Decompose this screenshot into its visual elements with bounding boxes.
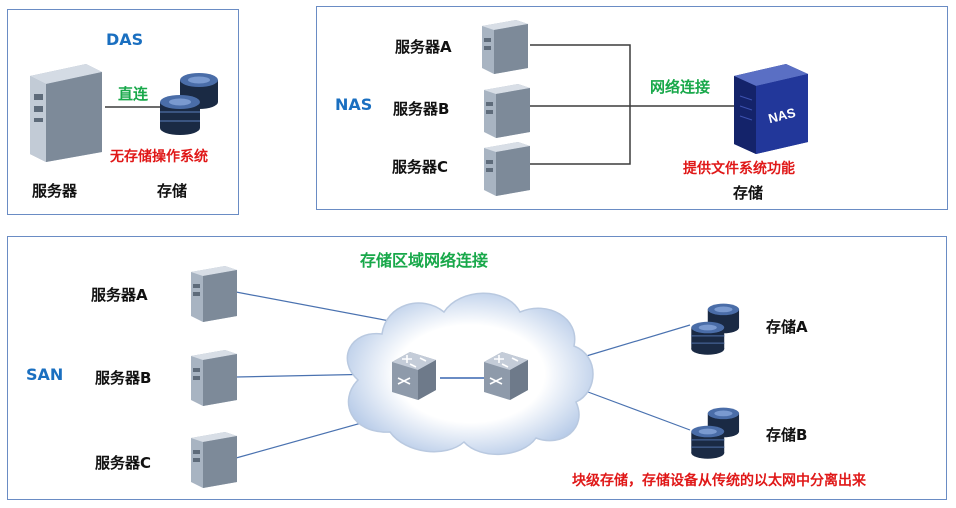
san-line-storage-a xyxy=(582,324,691,358)
disk-stack-icon xyxy=(160,73,218,135)
nas-note: 提供文件系统功能 xyxy=(683,161,795,177)
san-title: SAN xyxy=(26,365,64,384)
nas-server-a-label: 服务器A xyxy=(395,38,452,56)
nas-server-c-label: 服务器C xyxy=(392,158,449,176)
das-title: DAS xyxy=(106,30,144,49)
disk-stack-icon xyxy=(691,407,740,459)
san-line-storage-b xyxy=(587,391,691,431)
tower-server-icon xyxy=(191,350,237,406)
tower-server-icon xyxy=(484,142,530,196)
san-storage-b-label: 存储B xyxy=(766,426,808,444)
nas-appliance-icon: NAS xyxy=(734,64,808,154)
das-storage-label: 存储 xyxy=(157,182,188,200)
san-server-a-label: 服务器A xyxy=(91,286,148,304)
disk-stack-icon xyxy=(691,303,740,355)
san-storage-a-label: 存储A xyxy=(766,318,808,336)
nas-server-b-label: 服务器B xyxy=(393,100,450,118)
network-switch-icon xyxy=(484,352,528,400)
network-switch-icon xyxy=(392,352,436,400)
nas-device-text: NAS xyxy=(767,105,798,126)
cloud-icon xyxy=(346,292,594,455)
nas-title: NAS xyxy=(335,95,373,114)
tower-server-icon xyxy=(484,84,530,138)
nas-link-label: 网络连接 xyxy=(650,78,711,96)
san-line-a xyxy=(235,291,396,323)
san-network-label: 存储区域网络连接 xyxy=(360,251,489,270)
nas-panel xyxy=(316,6,948,210)
nas-line-a xyxy=(530,44,631,106)
tower-server-icon xyxy=(30,64,102,162)
tower-server-icon xyxy=(482,20,528,74)
nas-line-c xyxy=(530,106,631,165)
san-server-c-label: 服务器C xyxy=(95,454,152,472)
san-note: 块级存储，存储设备从传统的以太网中分离出来 xyxy=(572,473,866,489)
tower-server-icon xyxy=(191,432,237,488)
das-link-label: 直连 xyxy=(118,85,149,103)
tower-server-icon xyxy=(191,266,237,322)
das-server-label: 服务器 xyxy=(32,182,78,200)
das-note: 无存储操作系统 xyxy=(110,149,208,165)
nas-storage-label: 存储 xyxy=(733,184,764,202)
san-server-b-label: 服务器B xyxy=(95,369,152,387)
